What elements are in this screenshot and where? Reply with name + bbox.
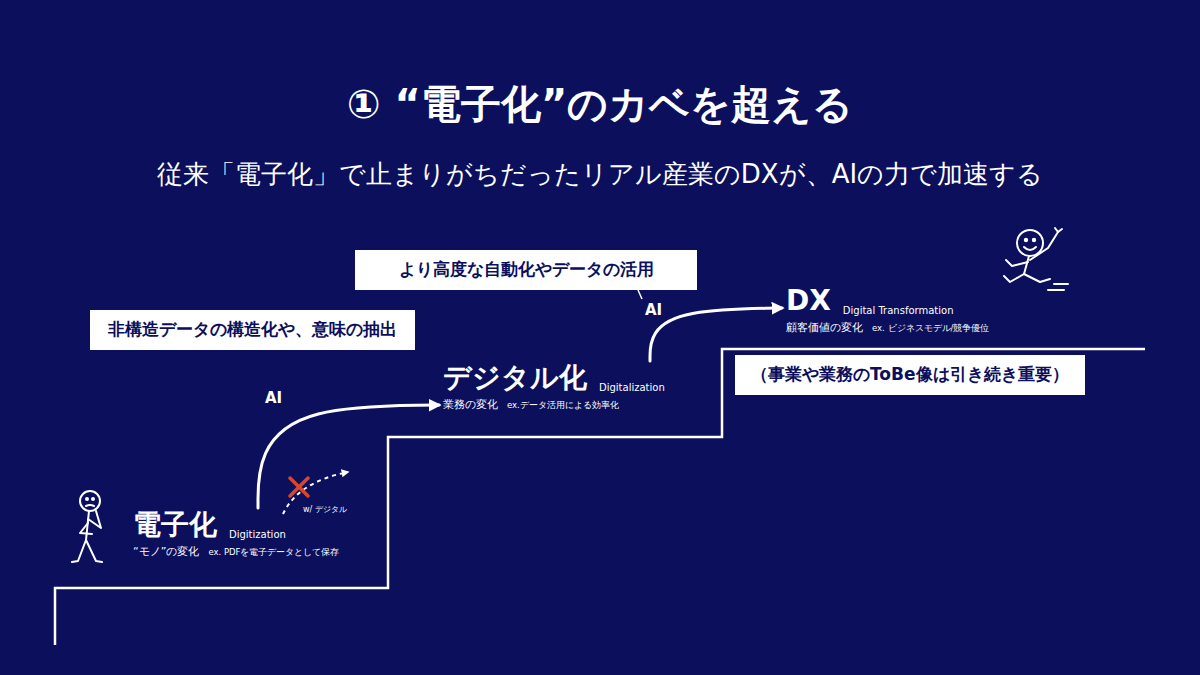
note-label: w/ デジタル — [303, 505, 347, 515]
text-row: デジタル化 Digitalization — [443, 363, 665, 394]
thinking-figure — [72, 491, 102, 562]
subtitle: 従来「電子化」で止まりがちだったリアル産業のDXが、AIの力で加速する — [0, 158, 1200, 192]
stage-step: DX Digital Transformation 顧客価値の変化 ex. ビジネスモ… — [786, 286, 989, 335]
callout-box: （事業や業務のToBe像は引き続き重要） — [735, 355, 1085, 395]
stage-description: “モノ”の変化 — [133, 544, 199, 559]
text-row: “モノ”の変化 ex. PDFを電子データとして保存 — [133, 544, 339, 559]
failed-arrow — [283, 472, 348, 514]
stage-description: 業務の変化 — [443, 397, 498, 412]
stage-step: デジタル化 Digitalization 業務の変化 ex.データ活用による効率化 — [443, 363, 665, 412]
edge-label: AI — [263, 389, 284, 407]
text-row: 顧客価値の変化 ex. ビジネスモデル/競争優位 — [786, 320, 989, 335]
stage-step: 電子化 Digitization “モノ”の変化 ex. PDFを電子データとして保存 — [133, 510, 339, 559]
cross-mark — [290, 478, 308, 496]
callout-text: （事業や業務のToBe像は引き続き重要） — [751, 363, 1069, 387]
stage-example: ex.データ活用による効率化 — [507, 400, 619, 412]
ai-arrow — [258, 405, 439, 508]
stage-description: 顧客価値の変化 — [786, 320, 863, 335]
text-row: 業務の変化 ex.データ活用による効率化 — [443, 397, 665, 412]
running-figure — [1004, 228, 1068, 290]
leader-line — [638, 290, 642, 299]
stage-example: ex. PDFを電子データとして保存 — [208, 547, 339, 559]
text-row: 電子化 Digitization — [133, 510, 339, 541]
stage-example: ex. ビジネスモデル/競争優位 — [872, 323, 989, 335]
ai-arrow — [650, 308, 782, 361]
stage-title: 電子化 — [133, 510, 217, 541]
text-row: DX Digital Transformation — [786, 286, 989, 317]
callout-text: 非構造データの構造化や、意味の抽出 — [106, 318, 399, 342]
stage-english: Digital Transformation — [843, 305, 954, 316]
edge-label: AI — [643, 301, 664, 319]
title: ① “電子化”のカベを超える — [0, 80, 1200, 128]
stage-english: Digitization — [229, 529, 286, 540]
callout-text: より高度な自動化やデータの活用 — [371, 258, 681, 282]
stage-title: DX — [786, 286, 831, 317]
staircase-line — [55, 349, 1145, 645]
stage-title: デジタル化 — [443, 363, 587, 394]
stage-english: Digitalization — [599, 382, 665, 393]
callout-box: 非構造データの構造化や、意味の抽出 — [90, 310, 415, 350]
callout-box: より高度な自動化やデータの活用 — [355, 250, 697, 290]
